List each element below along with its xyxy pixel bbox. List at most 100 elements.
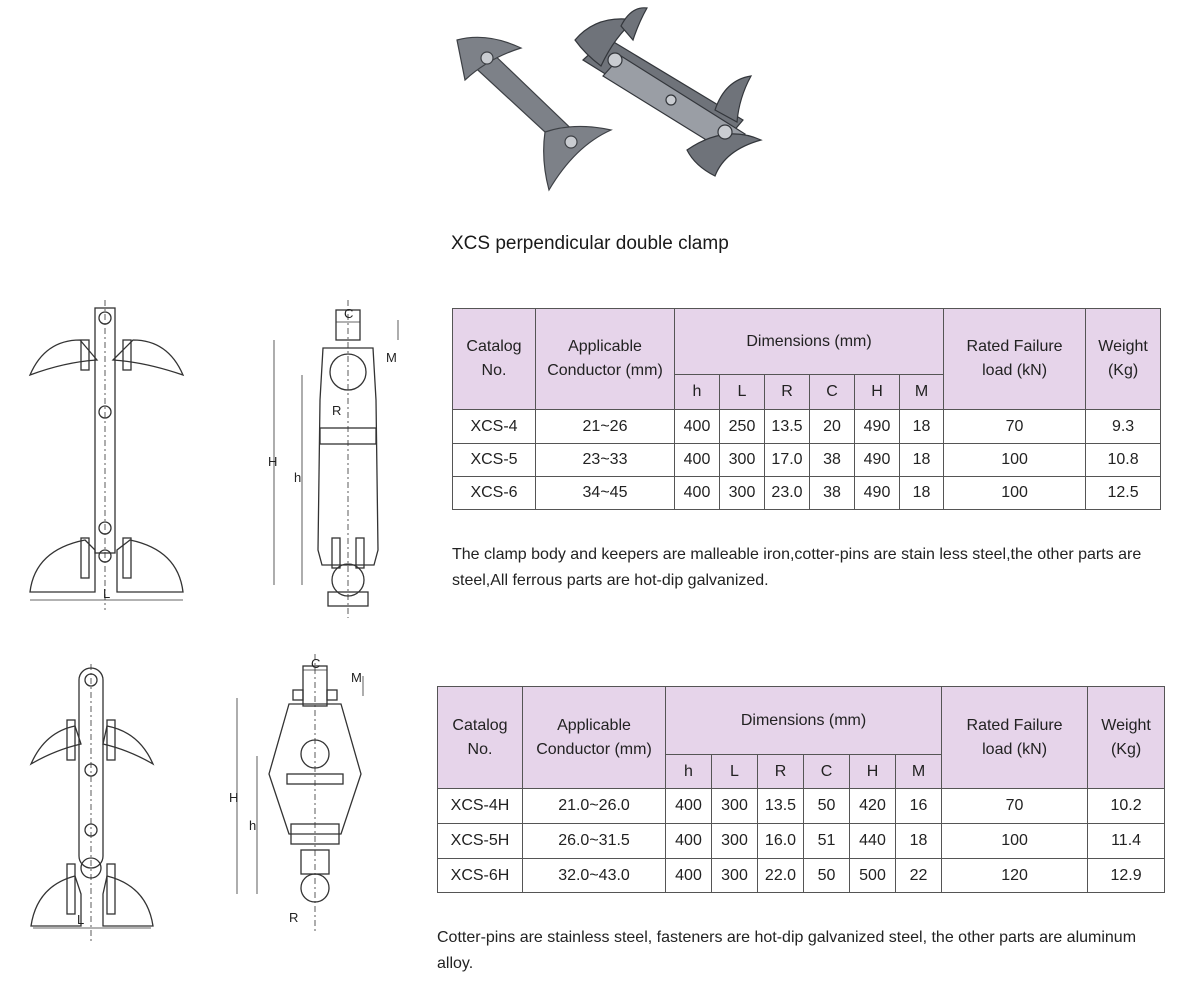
weight-header: Weight(Kg) [1085,308,1162,410]
cell: 22 [894,858,943,893]
product-photo [425,0,765,262]
height-label: H [229,790,238,805]
cell: 490 [854,443,900,477]
cell: 100 [943,476,1087,510]
cell: 300 [711,858,758,893]
cell: XCS-5 [452,443,536,477]
dimensions-header: Dimensions (mm) [664,686,943,755]
dim-header: H [854,374,900,410]
cell: 10.2 [1087,788,1166,824]
cell: XCS-4H [437,788,523,824]
cell: XCS-6 [452,476,536,510]
dim-header: H [849,754,896,789]
cell: 13.5 [757,788,804,824]
cell: 400 [674,443,720,477]
cell: 12.5 [1085,476,1162,510]
length-label: L [77,912,84,927]
front-view-drawing-1: L [28,300,185,610]
cell: 51 [803,823,850,859]
cell: 18 [898,476,945,510]
cell: XCS-4 [452,409,536,444]
radius-label: R [332,403,341,418]
dim-header: R [764,374,810,410]
cell: 38 [809,476,855,510]
cell: 300 [719,443,765,477]
cell: 490 [854,409,900,444]
c-label: C [344,306,353,321]
cell: 400 [674,476,720,510]
material-note-1: The clamp body and keepers are malleable… [452,546,1142,589]
cell: 22.0 [757,858,804,893]
cell: 400 [674,409,720,444]
cell: 50 [803,788,850,824]
dim-header: R [757,754,804,789]
cell: 38 [809,443,855,477]
length-label: L [103,586,110,601]
cell: 490 [854,476,900,510]
cell: 70 [941,788,1089,824]
cell: 300 [711,788,758,824]
product-caption: XCS perpendicular double clamp [451,233,729,254]
cell: 26.0~31.5 [522,823,666,859]
cell: 18 [894,823,943,859]
material-note-2: Cotter-pins are stainless steel, fastene… [437,929,1137,972]
dim-header: C [809,374,855,410]
weight-header: Weight(Kg) [1087,686,1166,789]
cell: 420 [849,788,896,824]
cell: 120 [941,858,1089,893]
h-label: h [294,470,301,485]
dim-header: L [719,374,765,410]
cell: 18 [898,409,945,444]
cell: 100 [941,823,1089,859]
cell: 21.0~26.0 [522,788,666,824]
cell: 17.0 [764,443,810,477]
cell: 21~26 [535,409,675,444]
dim-header: M [898,374,945,410]
cell: 400 [665,823,712,859]
cell: 18 [898,443,945,477]
dim-header: M [894,754,943,789]
cell: XCS-5H [437,823,523,859]
cell: 500 [849,858,896,893]
cell: 250 [719,409,765,444]
cell: 23.0 [764,476,810,510]
h-label: h [249,818,256,833]
dim-header: h [665,754,712,789]
dimensions-header: Dimensions (mm) [673,308,945,375]
cell: 13.5 [764,409,810,444]
cell: 400 [665,788,712,824]
dim-header: C [803,754,850,789]
cell: 12.9 [1087,858,1166,893]
m-label: M [386,350,397,365]
dim-header: h [674,374,720,410]
cell: XCS-6H [437,858,523,893]
cell: 34~45 [535,476,675,510]
cell: 11.4 [1087,823,1166,859]
cell: 100 [943,443,1087,477]
height-label: H [268,454,277,469]
side-view-drawing-2: H h C M R [229,654,364,932]
cell: 300 [711,823,758,859]
cell: 16 [894,788,943,824]
c-label: C [311,656,320,671]
cell: 32.0~43.0 [522,858,666,893]
cell: 50 [803,858,850,893]
cell: 23~33 [535,443,675,477]
cell: 440 [849,823,896,859]
cell: 400 [665,858,712,893]
m-label: M [351,670,362,685]
